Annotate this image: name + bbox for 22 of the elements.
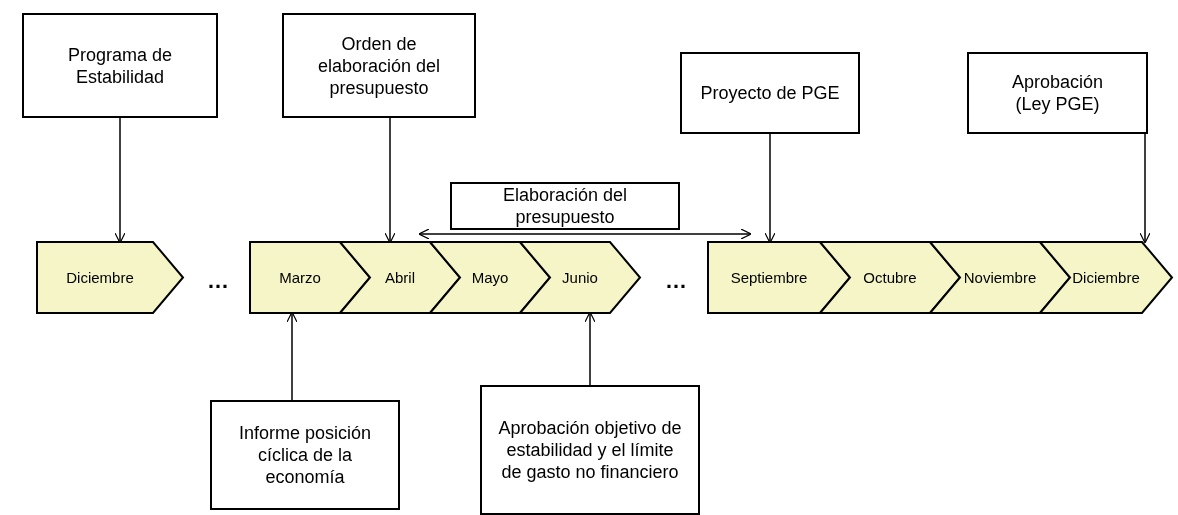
arrow bbox=[418, 228, 752, 240]
arrow bbox=[764, 133, 776, 244]
text-box: Programa de Estabilidad bbox=[22, 13, 218, 118]
month-label: Diciembre bbox=[1072, 269, 1140, 286]
text-box: Aprobación (Ley PGE) bbox=[967, 52, 1148, 134]
text-box: Informe posición cíclica de la economía bbox=[210, 400, 400, 510]
ellipsis-text: … bbox=[665, 268, 687, 294]
text-box: Elaboración del presupuesto bbox=[450, 182, 680, 230]
month-label: Mayo bbox=[471, 269, 509, 286]
arrow bbox=[384, 117, 396, 244]
month-label: Junio bbox=[562, 269, 598, 286]
arrow bbox=[114, 117, 126, 244]
month-label: Noviembre bbox=[963, 269, 1037, 286]
month-label: Diciembre bbox=[66, 269, 134, 286]
ellipsis-text: … bbox=[207, 268, 229, 294]
month-label: Marzo bbox=[279, 269, 321, 286]
text-box: Proyecto de PGE bbox=[680, 52, 860, 134]
text-box: Orden de elaboración del presupuesto bbox=[282, 13, 476, 118]
month-label: Abril bbox=[385, 269, 415, 286]
month-label: Octubre bbox=[863, 269, 917, 286]
text-box: Aprobación objetivo de estabilidad y el límite de gasto no financiero bbox=[480, 385, 700, 515]
arrow bbox=[1139, 133, 1151, 244]
